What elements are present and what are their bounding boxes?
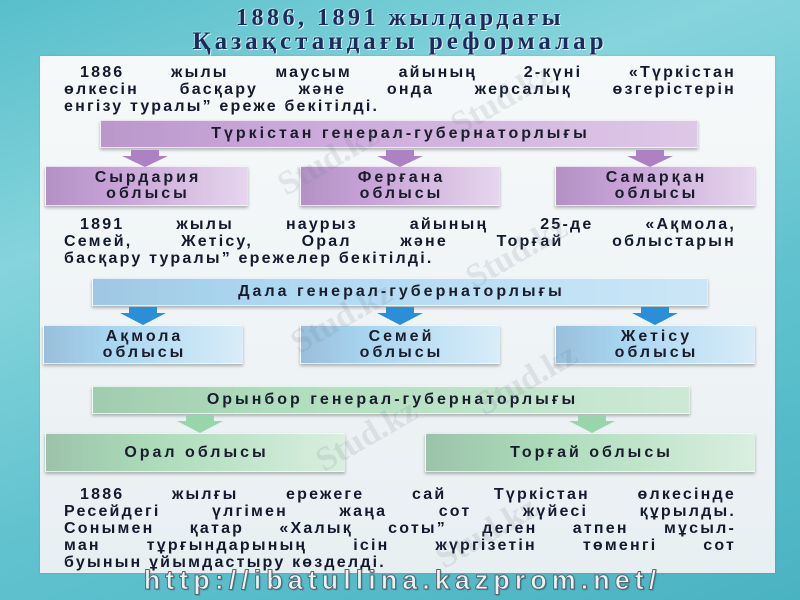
- paragraph-court-reform: 1886 жылғы ережеге сай Түркістан өлкесін…: [64, 486, 736, 571]
- oblast-box-oral: Орал облысы: [45, 433, 345, 472]
- oblast-suffix: облысы: [614, 343, 699, 361]
- paragraph-line: 1886 жылғы ережеге сай Түркістан өлкесін…: [80, 486, 736, 503]
- governorate-box-turkestan: Түркістан генерал-губернаторлығы: [100, 120, 698, 148]
- oblast-name: Ферғана: [357, 169, 446, 186]
- source-url-watermark: http://ibatullina.kazprom.net/: [143, 565, 662, 596]
- oblast-box-semey: Семей облысы: [300, 325, 500, 364]
- oblast-box-zhetysu: Жетісу облысы: [555, 325, 755, 364]
- oblast-box-akmola: Ақмола облысы: [43, 325, 243, 364]
- paragraph-line: ман тұрғындарының ісін жүргізетін төменг…: [64, 537, 736, 554]
- paragraph-line: 1891 жылы наурыз айының 25-де «Ақмола,: [80, 216, 736, 233]
- governorate-label: Орынбор генерал-губернаторлығы: [206, 391, 579, 408]
- governorate-box-steppe: Дала генерал-губернаторлығы: [92, 278, 708, 306]
- paragraph-1891-statute: 1891 жылы наурыз айының 25-де «Ақмола, С…: [64, 216, 736, 267]
- oblast-name: Семей: [368, 327, 435, 345]
- slide-title-line-1: 1886, 1891 жылдардағы: [235, 5, 565, 31]
- paragraph-line: буынын ұйымдастыру көзделді.: [64, 554, 386, 571]
- oblast-name: Орал облысы: [124, 443, 269, 461]
- paragraph-line: енгізу туралы” ереже бекітілді.: [64, 98, 380, 115]
- oblast-name: Ақмола: [105, 327, 184, 345]
- slide-title-line-2: Қазақстандағы реформалар: [192, 28, 608, 55]
- oblast-suffix: облысы: [106, 185, 190, 202]
- paragraph-line: басқару туралы” ережелер бекітілді.: [64, 250, 434, 267]
- paragraph-line: Ресейдегі үлгімен жаңа сот жүйесі құрылд…: [64, 503, 736, 520]
- paragraph-line: өлкесін басқару және онда жерсалық өзгер…: [64, 81, 736, 98]
- oblast-suffix: облысы: [102, 343, 187, 361]
- oblast-suffix: облысы: [359, 185, 444, 202]
- governorate-label: Дала генерал-губернаторлығы: [238, 283, 565, 300]
- oblast-name: Торғай облысы: [510, 443, 673, 461]
- paragraph-line: 1886 жылы маусым айының 2-күні «Түркіста…: [80, 64, 736, 81]
- oblast-box-torgay: Торғай облысы: [425, 433, 755, 472]
- paragraph-line: Семей, Жетісу, Орал және Торғай облыстар…: [64, 233, 736, 250]
- governorate-label: Түркістан генерал-губернаторлығы: [211, 125, 590, 142]
- oblast-box-syrdarya: Сырдария облысы: [45, 166, 248, 206]
- oblast-name: Жетісу: [620, 327, 693, 345]
- oblast-box-fergana: Ферғана облысы: [300, 166, 500, 206]
- oblast-suffix: облысы: [614, 185, 699, 202]
- paragraph-1886-statute: 1886 жылы маусым айының 2-күні «Түркіста…: [64, 64, 736, 115]
- oblast-suffix: облысы: [359, 343, 444, 361]
- oblast-name: Сырдария: [94, 169, 202, 186]
- oblast-name: Самарқан: [605, 169, 708, 186]
- oblast-box-samarkand: Самарқан облысы: [555, 166, 755, 206]
- governorate-box-orenburg: Орынбор генерал-губернаторлығы: [92, 386, 690, 414]
- paragraph-line: Сонымен қатар «Халық соты” деген атпен м…: [64, 520, 736, 537]
